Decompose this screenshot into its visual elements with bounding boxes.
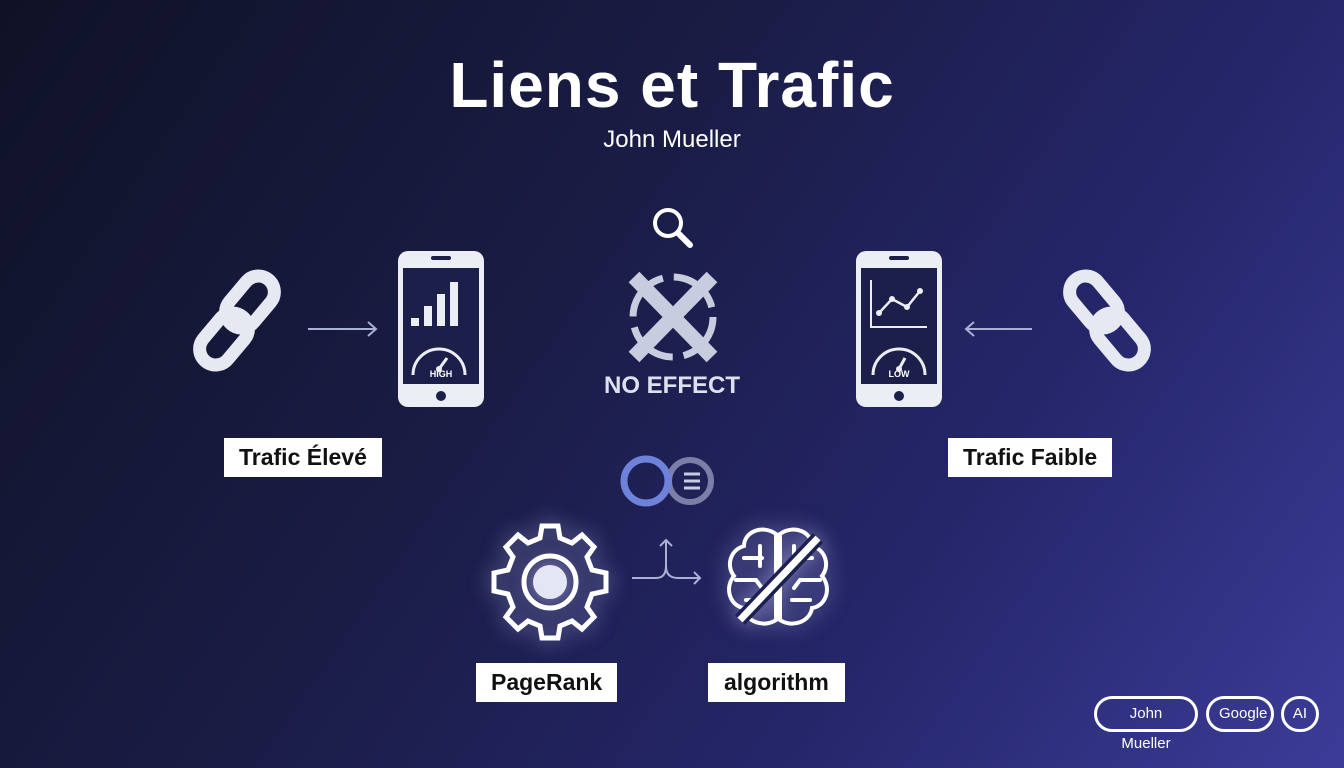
- low-traffic-label: Trafic Faible: [948, 438, 1113, 477]
- tag-google: Google: [1206, 696, 1274, 732]
- gauge-low-label: LOW: [888, 369, 910, 379]
- tag-john-mueller: John Mueller: [1094, 696, 1198, 752]
- link-chain-icon: [1063, 269, 1151, 372]
- pagerank-label: PageRank: [476, 663, 618, 702]
- gauge-high-label: HIGH: [429, 369, 453, 379]
- split-arrow-icon: [632, 538, 702, 585]
- page-subtitle: John Mueller: [603, 126, 741, 153]
- search-icon: [653, 208, 693, 248]
- link-chain-icon: [193, 269, 281, 372]
- high-traffic-label: Trafic Élevé: [224, 438, 382, 477]
- phone-low-traffic-icon: [856, 251, 942, 407]
- brain-icon: [727, 527, 829, 626]
- page-title: Liens et Trafic: [449, 49, 895, 121]
- tag-ai: AI: [1281, 696, 1319, 732]
- phone-high-traffic-icon: [398, 251, 484, 407]
- algorithm-label: algorithm: [708, 663, 845, 702]
- arrow-right-icon: [308, 321, 378, 337]
- gear-icon: [491, 523, 609, 641]
- no-effect-label: NO EFFECT: [604, 372, 740, 399]
- no-effect-x-icon: [628, 271, 718, 363]
- arrow-left-icon: [964, 321, 1032, 337]
- toggle-rings-icon: [620, 455, 714, 507]
